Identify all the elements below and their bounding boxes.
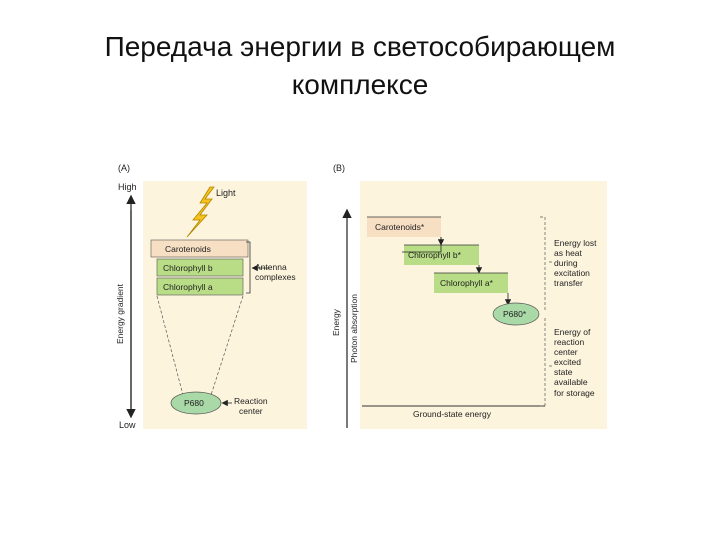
light-label: Light (216, 188, 236, 198)
chlorophyll-a-excited-label: Chlorophyll a* (440, 278, 494, 288)
storage-line-7: for storage (554, 388, 595, 398)
heat-loss-line-1: Energy lost (554, 238, 597, 248)
carotenoids-band (150, 239, 249, 258)
antenna-label-2: complexes (255, 272, 296, 282)
photon-absorption-label: Photon absorption (349, 294, 359, 363)
carotenoids-label: Carotenoids (165, 244, 211, 254)
axis-high-label: High (118, 182, 137, 192)
storage-line-3: center (554, 347, 578, 357)
storage-line-5: state (554, 367, 573, 377)
p680-label: P680 (184, 398, 204, 408)
panel-b-label: (B) (333, 163, 345, 173)
heat-loss-line-2: as heat (554, 248, 583, 258)
funnel-right-line (210, 295, 244, 396)
antenna-bracket (246, 241, 251, 294)
chlorophyll-a-excited-band (434, 273, 508, 293)
storage-line-6: available (554, 377, 588, 387)
carotenoids-excited-band (367, 217, 441, 237)
reaction-center-label-1: Reaction (234, 396, 268, 406)
reaction-center-label-2: center (239, 406, 263, 416)
heat-loss-bracket (540, 216, 546, 312)
panel-a-label: (A) (118, 163, 130, 173)
funnel-left-line (156, 295, 184, 396)
heat-loss-line-3: during (554, 258, 578, 268)
carotenoids-excited-label: Carotenoids* (375, 222, 425, 232)
energy-axis-label: Energy (331, 308, 341, 336)
chlorophyll-a-band (156, 277, 244, 296)
storage-line-4: excited (554, 357, 581, 367)
chlorophyll-b-excited-label: Chlorophyll b* (408, 250, 462, 260)
panel-a: (A) High Low Energy gradient Light Carot… (115, 163, 307, 430)
energy-gradient-label: Energy gradient (115, 283, 125, 344)
title-line-2: комплексе (291, 69, 429, 100)
antenna-label-1: Antenna (255, 262, 287, 272)
slide-title: Передача энергии в светособирающем компл… (40, 28, 680, 104)
p680-excited-label: P680* (503, 309, 527, 319)
p680-excited-ellipse (492, 302, 540, 326)
title-line-1: Передача энергии в светособирающем (104, 31, 616, 62)
ground-state-label: Ground-state energy (413, 409, 492, 419)
chlorophyll-a-label: Chlorophyll a (163, 282, 213, 292)
chlorophyll-b-excited-band (404, 245, 479, 265)
storage-bracket (540, 318, 546, 407)
chlorophyll-b-band (156, 258, 244, 277)
heat-loss-line-4: excitation (554, 268, 590, 278)
storage-line-1: Energy of (554, 327, 591, 337)
panel-b: (B) Energy Photon absorption Carotenoids… (331, 163, 607, 429)
axis-low-label: Low (119, 420, 136, 430)
panel-a-background (143, 181, 307, 429)
chlorophyll-b-label: Chlorophyll b (163, 263, 213, 273)
storage-line-2: reaction (554, 337, 585, 347)
heat-loss-line-5: transfer (554, 278, 583, 288)
p680-reaction-center (170, 391, 222, 415)
light-bolt-icon (186, 186, 215, 238)
